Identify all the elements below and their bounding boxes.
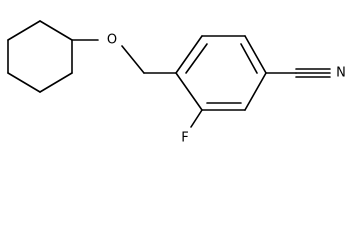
benzene-ring <box>175 35 267 111</box>
nitrogen-atom-label: N <box>336 66 346 81</box>
bond-o-ch2 <box>121 45 145 74</box>
bond-bz-inner-2 <box>240 43 258 74</box>
bond-bz-4 <box>244 72 267 111</box>
chemical-structure: O N F <box>7 20 346 146</box>
bond-cy-2 <box>39 20 73 41</box>
oxygen-atom-label: O <box>107 33 117 48</box>
bond-bz-6 <box>175 72 203 111</box>
cyclohexane-ring <box>7 20 73 93</box>
bond-ring-f <box>190 109 203 128</box>
nitrile-group: N <box>265 66 346 81</box>
bond-cy-5 <box>7 72 41 93</box>
bond-bz-3 <box>244 35 267 74</box>
bond-cy-1 <box>7 20 41 41</box>
fluorine-atom-label: F <box>181 131 188 146</box>
bond-bz-inner-1 <box>185 43 208 74</box>
bond-cy-4 <box>39 72 73 93</box>
bond-bz-1 <box>175 35 203 74</box>
